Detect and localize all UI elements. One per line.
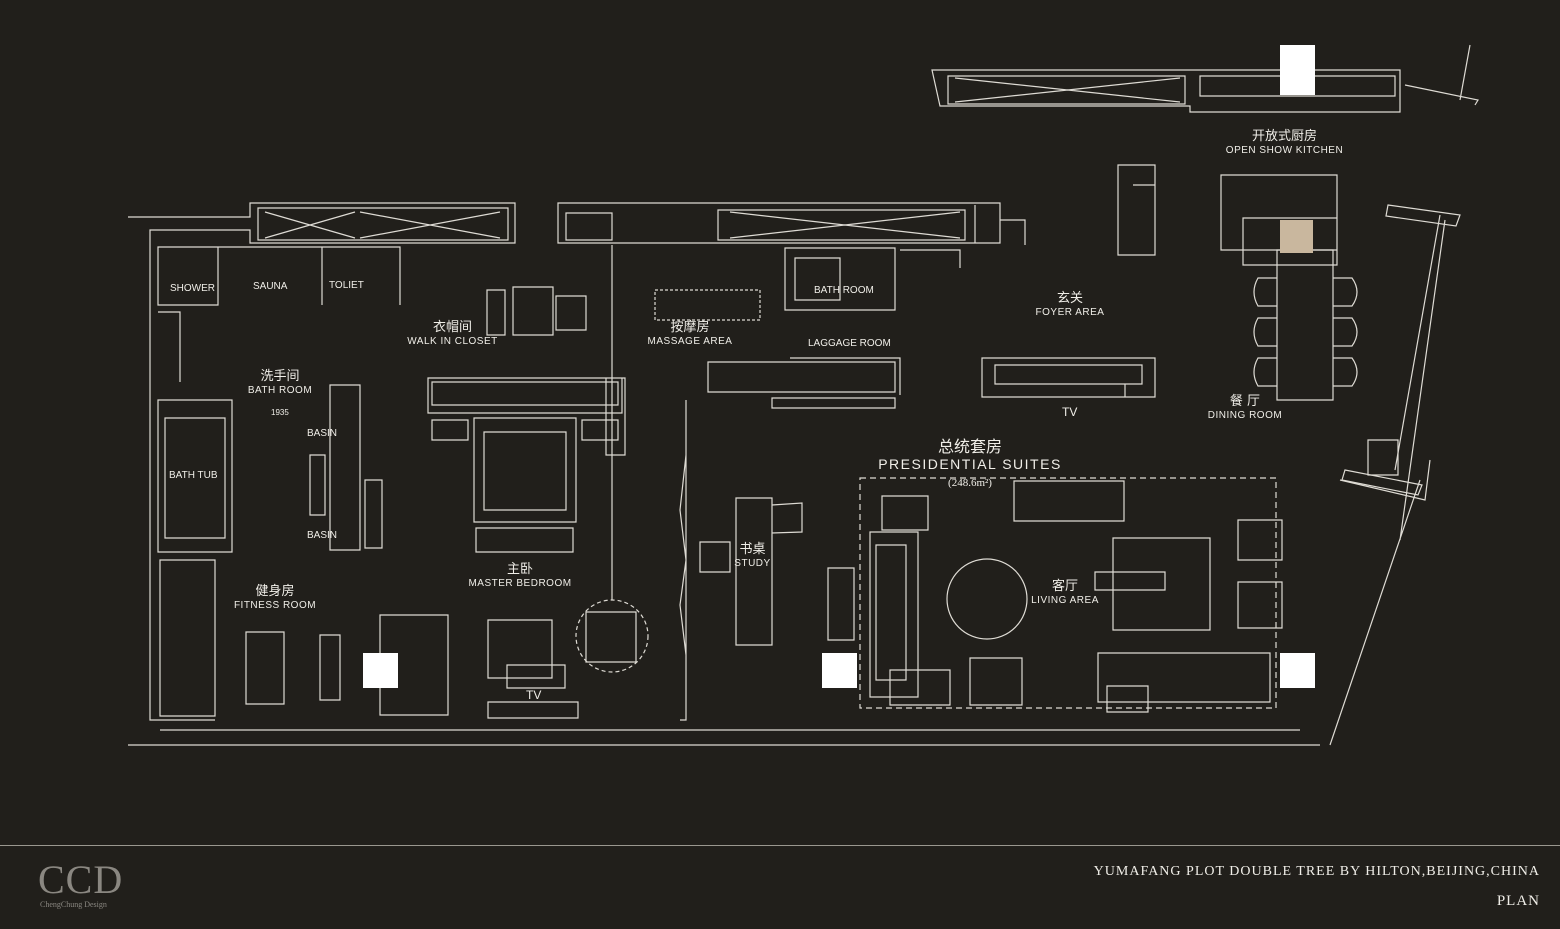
sofa-bottom [1097, 652, 1271, 713]
label-tv-foyer: TV [1062, 405, 1078, 419]
ccd-logo: CCD [38, 857, 124, 902]
massage-bed [654, 289, 761, 321]
kitchen-sink-marker [1280, 220, 1313, 253]
foyer-console [981, 357, 1156, 398]
luggage-rack [707, 357, 901, 409]
foyer-cabinet [1117, 164, 1156, 256]
column-marker [1280, 45, 1315, 95]
partition [611, 245, 687, 721]
sofa-corner [1094, 537, 1211, 631]
study-desk [699, 497, 803, 646]
tv-unit-living [1013, 480, 1125, 522]
wall-right-outer [1329, 44, 1479, 746]
footer-divider [0, 845, 1560, 846]
master-bath [157, 311, 326, 553]
label-shower: SHOWER [170, 283, 215, 294]
label-guest-bath: BATH ROOM [814, 285, 874, 296]
wall-bottom [128, 719, 1320, 746]
bed [473, 417, 577, 553]
column-right [1341, 204, 1461, 496]
label-tv-bedroom: TV [526, 688, 542, 702]
dimension-1935: 1935 [271, 408, 289, 417]
closet-wall [257, 207, 509, 241]
project-title: YUMAFANG PLOT DOUBLE TREE BY HILTON,BEIJ… [1093, 864, 1540, 879]
guest-bath [784, 247, 961, 311]
window-right [1367, 439, 1399, 476]
side-table [827, 495, 929, 641]
wall-top-middle [557, 202, 1001, 244]
armchair-bedroom [585, 611, 637, 663]
column-marker [363, 653, 398, 688]
wall-top-right [931, 69, 1401, 113]
ccd-logo-subtitle: ChengChung Design [40, 900, 107, 909]
bedroom-headboard [427, 377, 626, 456]
column-marker [822, 653, 857, 688]
sofa-left [869, 531, 951, 706]
wall-right-stub [974, 205, 1026, 245]
tv-unit-bedroom [487, 619, 579, 719]
dining-chairs [1253, 277, 1358, 387]
fitness-equipment [159, 559, 449, 717]
wall-top-left [128, 202, 516, 721]
label-bath-tub: BATH TUB [169, 470, 218, 481]
label-toilet: TOLIET [329, 280, 364, 291]
kitchen-island [1220, 174, 1338, 266]
shower-box [157, 246, 401, 306]
floor-plan-drawing [128, 44, 1479, 746]
label-basin-upper: BASIN [307, 428, 338, 439]
column-marker [1280, 653, 1315, 688]
dining-table [1276, 249, 1334, 401]
coffee-table [946, 558, 1028, 640]
living-zone [859, 477, 1277, 709]
armchair-rug [575, 599, 649, 673]
nightstand [431, 419, 619, 441]
basin-counter [329, 384, 383, 551]
label-sauna: SAUNA [253, 281, 288, 292]
closet-furniture [486, 286, 587, 336]
label-luggage-room: LAGGAGE ROOM [808, 338, 891, 349]
lounge-chairs [969, 519, 1283, 706]
sheet-title: PLAN [1496, 893, 1540, 909]
label-basin-lower: BASIN [307, 530, 338, 541]
